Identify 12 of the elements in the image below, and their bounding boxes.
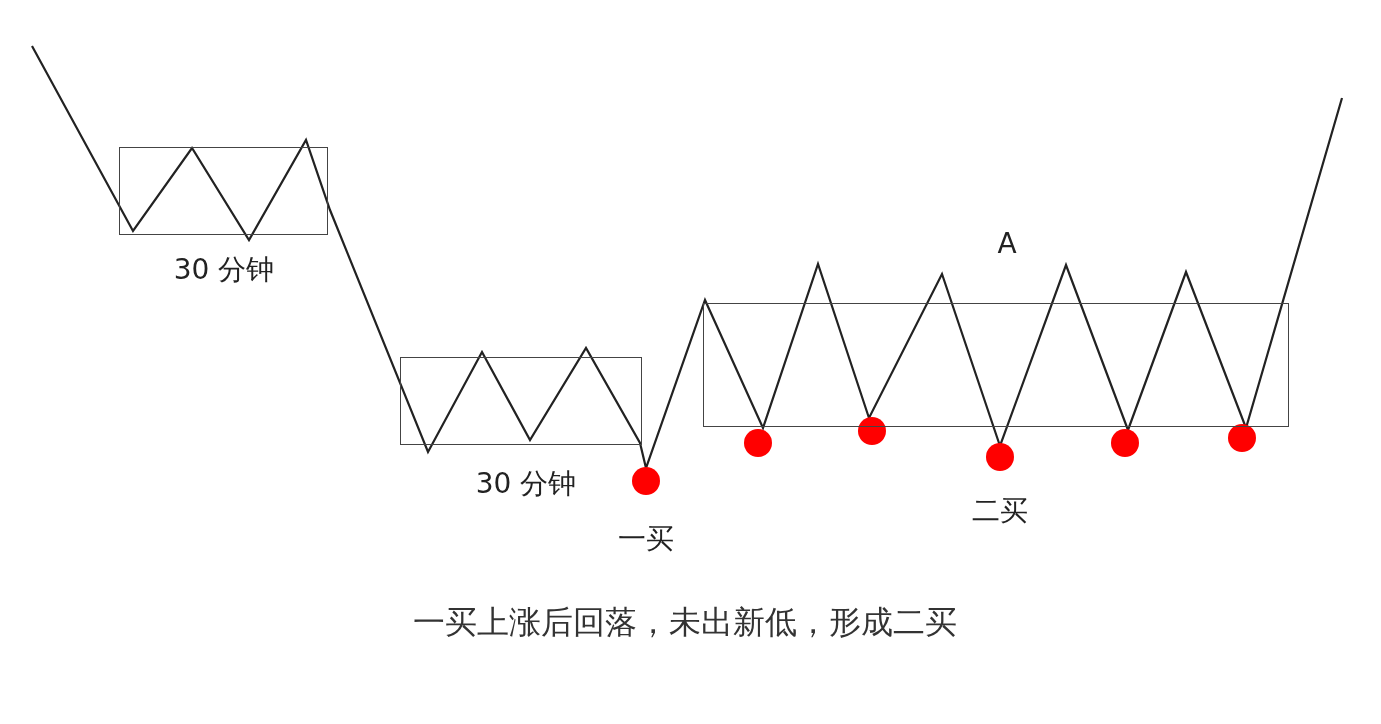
- caption: 一买上涨后回落，未出新低，形成二买: [413, 606, 957, 638]
- buy-point-dot: [1228, 424, 1256, 452]
- buy-point-dot: [632, 467, 660, 495]
- buy-point-dot: [986, 443, 1014, 471]
- buy-point-dot: [1111, 429, 1139, 457]
- buy-point-label: 二买: [972, 497, 1028, 525]
- buy-point-dot: [858, 417, 886, 445]
- box-label: 30 分钟: [173, 256, 275, 284]
- box-label: A: [997, 230, 1017, 258]
- buy-point-dot: [744, 429, 772, 457]
- box-label: 30 分钟: [475, 470, 577, 498]
- buy-point-label: 一买: [618, 525, 674, 553]
